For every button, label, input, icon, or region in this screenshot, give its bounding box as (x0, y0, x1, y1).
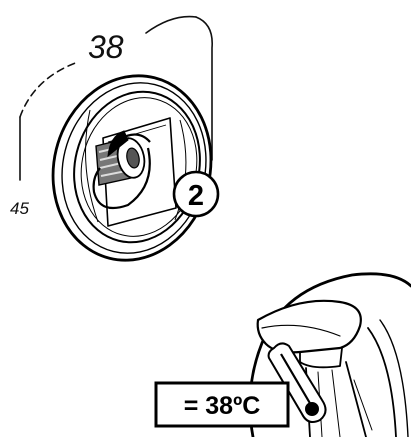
temperature-box (154, 381, 290, 428)
faucet-detail (248, 272, 411, 437)
dimension-lines (19, 15, 213, 181)
thermometer-icon (267, 342, 327, 423)
temperature-label: = 38ºC (184, 392, 261, 420)
splined-shaft (95, 137, 146, 186)
dimension-height-label: 45 (10, 199, 29, 218)
step-number: 2 (188, 180, 204, 212)
rotate-arrow-icon (92, 130, 151, 210)
step-badge: 2 (172, 170, 220, 218)
dimension-width-label: 38 (88, 29, 124, 65)
temperature-callout: = 38ºC (154, 381, 290, 428)
